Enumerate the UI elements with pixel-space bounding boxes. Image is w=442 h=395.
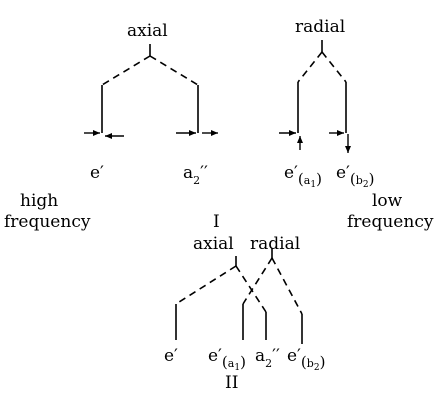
diagram-I-radial-arrows — [279, 130, 351, 153]
high-frequency-label-line2: frequency — [4, 212, 91, 232]
diagram-II-e-prime-label: e′ — [164, 346, 178, 366]
low-frequency-label-line1: low — [372, 191, 403, 211]
diagram-I-radial-tree — [297, 40, 347, 133]
diagram-II-a2-label: a2′′ — [255, 346, 280, 370]
diagram-I-e-prime-label: e′ — [90, 163, 104, 183]
diagram-I-axial-tree — [101, 44, 199, 133]
high-frequency-label-line1: high — [20, 191, 59, 211]
diagram-II-axial-label: axial — [193, 234, 234, 254]
diagram-II-tree — [175, 248, 303, 344]
diagram-I-numeral: I — [213, 212, 220, 232]
diagram-II-e-b2-label: e′(b2) — [287, 346, 326, 373]
diagram-II-e-a1-label: e′(a1) — [208, 346, 246, 373]
diagram-I-e-b2-label: e′(b2) — [336, 163, 375, 190]
low-frequency-label-line2: frequency — [347, 212, 434, 232]
diagram-I-axial-arrows — [84, 130, 218, 139]
diagram-I-a2-label: a2′′ — [183, 163, 208, 187]
diagram-II-radial-label: radial — [250, 234, 301, 254]
diagram-II-numeral: II — [225, 373, 239, 393]
diagram-I-e-a1-label: e′(a1) — [284, 163, 322, 190]
diagram-I-axial-label: axial — [127, 21, 168, 41]
diagram-I-radial-label: radial — [295, 17, 346, 37]
